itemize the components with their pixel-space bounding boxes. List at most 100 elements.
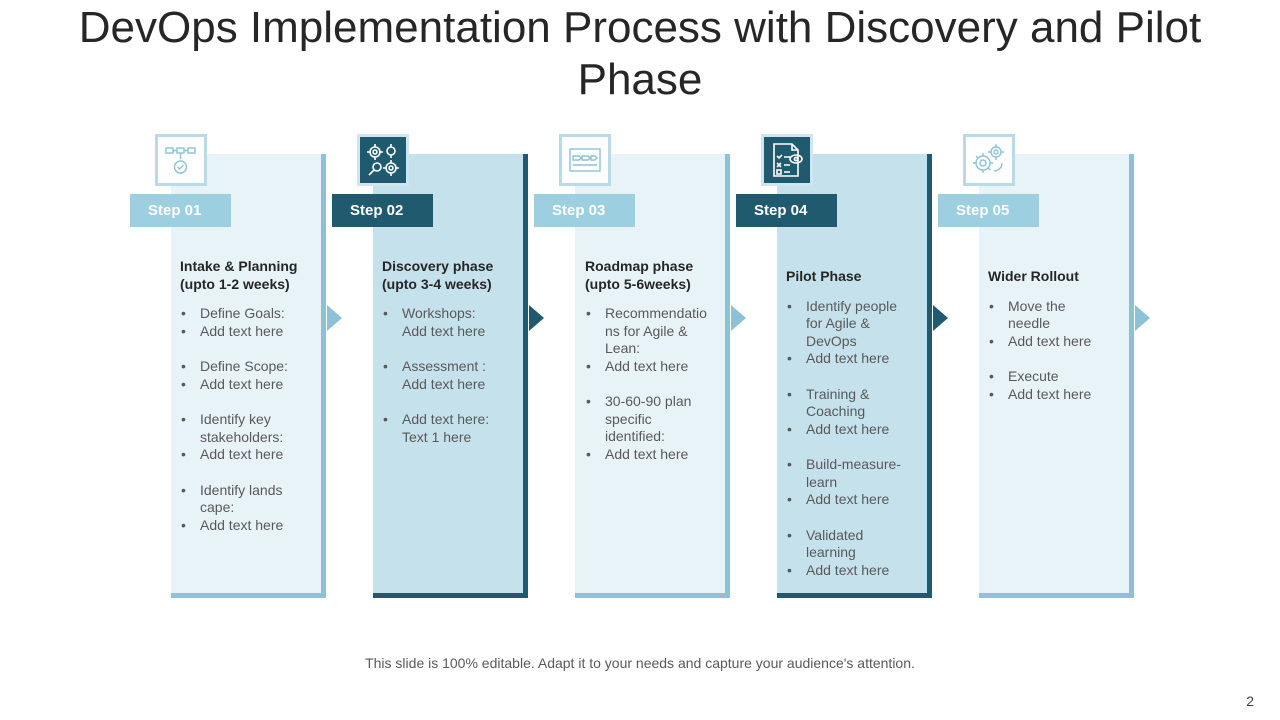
step-arrow-1 (327, 305, 342, 331)
bullet-line: Identify lands (200, 481, 283, 498)
bullet-line: Coaching (806, 403, 866, 419)
bullet-line: Identify key (200, 411, 271, 427)
step-card (777, 154, 932, 598)
bullet-group: ExecuteAdd text here (988, 368, 1128, 403)
bullet-line: Lean: (605, 340, 641, 356)
bullet-line: Add text here (1008, 385, 1092, 402)
bullet-line: Add text here (806, 350, 890, 366)
bullet-line: Execute (1008, 368, 1059, 384)
step-tag-1: Step 01 (130, 194, 231, 227)
bullet-item: Add text here (786, 491, 926, 509)
step-heading-line: Discovery phase (382, 258, 494, 274)
bullet-item: Add text here (988, 386, 1128, 404)
step-heading: Pilot Phase (786, 268, 926, 286)
bullet-item: Define Scope: (180, 358, 320, 376)
bullet-item: Execute (988, 368, 1128, 386)
bullet-line: Build-measure- (806, 456, 901, 472)
step-column-3 (575, 154, 730, 598)
bullet-line: Define Goals: (200, 305, 285, 321)
bullet-line: needle (1008, 315, 1051, 331)
roadmap-arrows-icon (559, 134, 611, 186)
step-heading-line: Pilot Phase (786, 268, 862, 284)
step-content-1: Intake & Planning(upto 1-2 weeks) Define … (180, 258, 320, 552)
bullet-group: Assessment :Add text here (382, 358, 522, 393)
bullet-line: Add text here (200, 375, 284, 392)
bullet-line: Add text here (806, 491, 890, 507)
bullet-group: Training &CoachingAdd text here (786, 386, 926, 439)
bullet-line: Recommendatio (605, 305, 707, 321)
step-heading-line: Wider Rollout (988, 268, 1079, 284)
bullet-group: Build-measure-learnAdd text here (786, 456, 926, 509)
bullet-item: Build-measure-learn (786, 456, 926, 491)
bullet-group: ValidatedlearningAdd text here (786, 527, 926, 580)
bullet-line: Workshops: (402, 305, 476, 321)
bullet-line: cape: (200, 499, 235, 515)
step-heading: Wider Rollout (988, 268, 1128, 286)
bullet-line: Add text here (200, 322, 284, 339)
checklist-eye-icon (761, 134, 813, 186)
bullet-item: Add text here (786, 421, 926, 439)
bullet-group: Define Goals:Add text here (180, 305, 320, 340)
gears-magnifier-icon (357, 134, 409, 186)
step-content-2: Discovery phase(upto 3-4 weeks) Workshops… (382, 258, 522, 464)
step-heading-line: Roadmap phase (585, 258, 694, 274)
step-tag-5: Step 05 (938, 194, 1039, 227)
bullet-group: Add text here:Text 1 here (382, 411, 522, 446)
bullet-line: Add text here (200, 516, 284, 533)
step-heading: Discovery phase(upto 3-4 weeks) (382, 258, 522, 293)
bullet-line: learn (806, 473, 838, 490)
bullet-line: Add text here (402, 375, 486, 392)
step-arrow-3 (731, 305, 746, 331)
bullet-item: Add text here (180, 376, 320, 394)
bullet-line: Add text here (806, 420, 890, 437)
step-heading: Intake & Planning(upto 1-2 weeks) (180, 258, 320, 293)
bullet-line: Add text here (605, 445, 689, 462)
bullet-line: Define Scope: (200, 358, 288, 374)
step-arrow-4 (933, 305, 948, 331)
bullet-item: Add text here (988, 333, 1128, 351)
bullet-item: Add text here (585, 446, 725, 464)
step-column-4 (777, 154, 932, 598)
bullet-item: Add text here (180, 517, 320, 535)
bullet-line: Add text here (806, 561, 890, 578)
bullet-item: Define Goals: (180, 305, 320, 323)
bullet-line: identified: (605, 428, 665, 444)
bullet-line: specific (605, 410, 652, 427)
bullet-line: Add text here (200, 446, 284, 462)
bullet-line: Validated (806, 526, 864, 543)
workflow-check-icon (155, 134, 207, 186)
bullet-item: Assessment :Add text here (382, 358, 522, 393)
step-content-5: Wider RolloutMove theneedleAdd text here… (988, 268, 1128, 421)
step-heading-line: (upto 5-6weeks) (585, 275, 691, 292)
bullet-line: Assessment : (402, 358, 487, 374)
bullet-line: Add text here (1008, 332, 1092, 349)
bullet-item: Add text here (180, 323, 320, 341)
step-tag-2: Step 02 (332, 194, 433, 227)
bullet-line: learning (806, 544, 856, 560)
bullet-group: Define Scope:Add text here (180, 358, 320, 393)
step-heading-line: Intake & Planning (180, 258, 298, 274)
bullet-line: Add text here: (402, 411, 490, 427)
bullet-line: ns for Agile & (605, 322, 688, 339)
slide-title: DevOps Implementation Process with Disco… (78, 3, 1202, 104)
footer-note: This slide is 100% editable. Adapt it to… (365, 655, 915, 671)
bullet-item: Add text here (786, 350, 926, 368)
bullet-item: Add text here:Text 1 here (382, 411, 522, 446)
bullet-line: Add text here (605, 357, 689, 374)
step-tag-4: Step 04 (736, 194, 837, 227)
gears-cycle-icon (963, 134, 1015, 186)
bullet-line: Text 1 here (402, 428, 472, 445)
bullet-item: Add text here (585, 358, 725, 376)
bullet-line: Move the (1008, 297, 1066, 314)
